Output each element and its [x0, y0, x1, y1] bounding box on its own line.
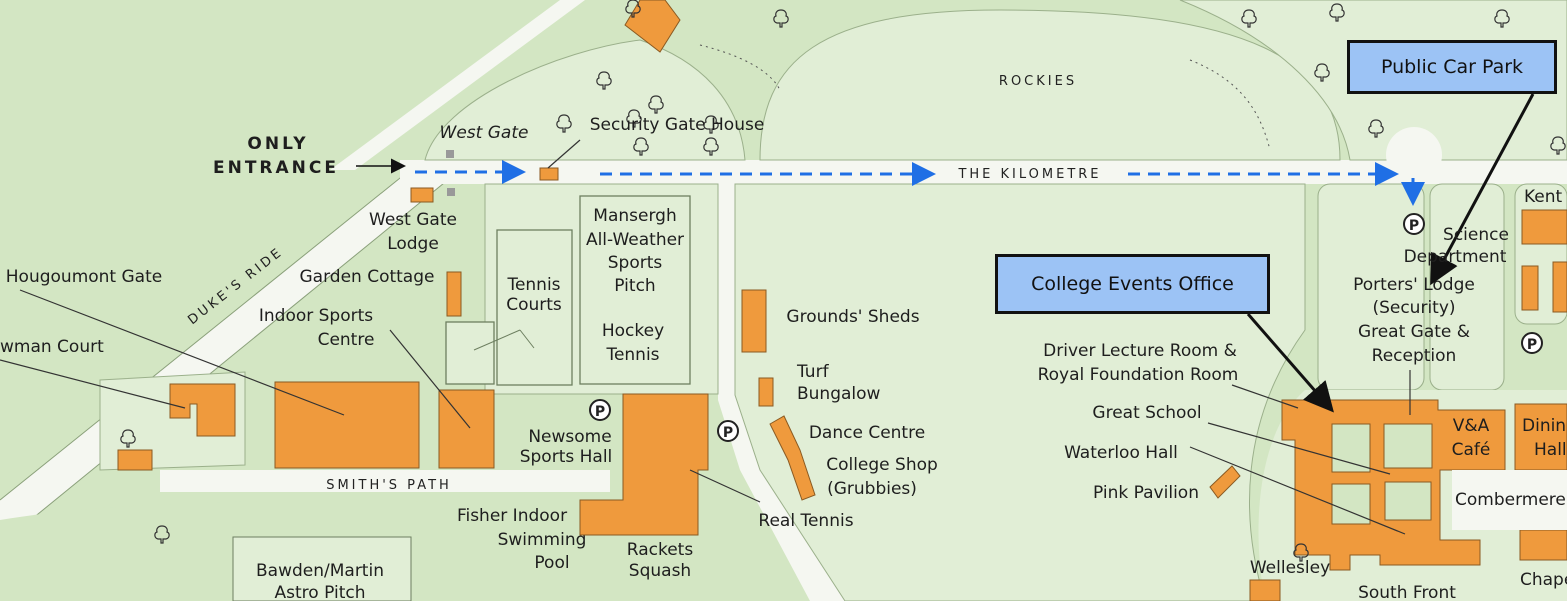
parking-icon: P P P P [589, 213, 1543, 442]
turf-bungalow-building [758, 377, 774, 407]
dining-label: Dinin [1522, 416, 1566, 436]
waterloo-hall-label: Waterloo Hall [1064, 443, 1178, 463]
indoor-sports-centre-annex [438, 389, 495, 469]
newsome-line2: Sports Hall [520, 447, 613, 467]
indoor-sports-line1: Indoor Sports [259, 306, 373, 326]
building-top [624, 0, 681, 53]
security-gate-house-building [539, 167, 559, 181]
bawden-line2: Astro Pitch [275, 583, 366, 601]
pink-pavilion-building [1209, 465, 1241, 499]
west-gate-lodge-line2: Lodge [387, 234, 439, 254]
rackets-label: Rackets [627, 540, 694, 560]
turf-label: Turf [796, 362, 830, 382]
fisher-line3: Pool [534, 553, 569, 573]
garden-cottage-label: Garden Cottage [300, 267, 435, 287]
fisher-line2: Swimming [498, 530, 587, 550]
porters-line3: Great Gate & [1358, 322, 1470, 342]
fisher-line1: Fisher Indoor [457, 506, 567, 526]
va-label: V&A [1453, 416, 1490, 436]
only-label: ONLY [247, 134, 308, 154]
combermere-label: Combermere [1455, 490, 1566, 510]
hougoumont-gate-label: Hougoumont Gate [6, 267, 162, 287]
public-car-park-callout: Public Car Park [1347, 40, 1557, 94]
grounds-sheds-label: Grounds' Sheds [786, 307, 919, 327]
arrow-icon [1430, 93, 1535, 286]
svg-text:P: P [723, 425, 733, 441]
tennis-label: Tennis [605, 345, 659, 365]
svg-text:P: P [1409, 218, 1419, 234]
hall-label: Hall [1534, 440, 1567, 460]
dance-centre-label: Dance Centre [809, 423, 925, 443]
small-building [117, 449, 153, 471]
squash-label: Squash [629, 561, 691, 581]
porters-line1: Porters' Lodge [1353, 275, 1475, 295]
pink-pavilion-label: Pink Pavilion [1093, 483, 1199, 503]
indoor-sports-centre-building [274, 381, 420, 469]
porters-line4: Reception [1372, 346, 1457, 366]
dance-centre-building [769, 415, 816, 501]
driver-lecture-line2: Royal Foundation Room [1038, 365, 1239, 385]
rockies-label: ROCKIES [999, 74, 1077, 89]
porters-line2: (Security) [1372, 298, 1455, 318]
science-building-1 [1521, 265, 1539, 311]
svg-text:P: P [595, 404, 605, 420]
newman-court-label: wman Court [0, 337, 104, 357]
smiths-path-label: SMITH'S PATH [326, 478, 452, 493]
science-building-2 [1552, 261, 1567, 313]
newsome-line1: Newsome [528, 427, 611, 447]
the-kilometre-road [400, 160, 1567, 184]
tennis-courts-line2: Courts [506, 295, 562, 315]
science-label: Science [1443, 225, 1509, 245]
real-tennis-label: Real Tennis [758, 511, 853, 531]
garden-cottage-building [446, 271, 462, 317]
chapel-label: Chape [1520, 570, 1567, 590]
south-front-label: South Front [1358, 583, 1456, 601]
indoor-sports-line2: Centre [318, 330, 375, 350]
wellesley-building [1249, 579, 1281, 601]
entrance-label: ENTRANCE [213, 158, 339, 178]
kent-label: Kent [1524, 187, 1563, 207]
dining-hall-building [1514, 403, 1567, 471]
college-shop-line1: College Shop [826, 455, 938, 475]
the-kilometre-label: THE KILOMETRE [957, 167, 1101, 182]
kent-building [1521, 209, 1567, 245]
newman-court-building [169, 383, 236, 437]
bungalow-label: Bungalow [797, 384, 881, 404]
great-school-label: Great School [1092, 403, 1201, 423]
mansergh-line4: Pitch [614, 276, 655, 296]
department-label: Department [1404, 247, 1507, 267]
wellesley-label: Wellesley [1250, 558, 1330, 578]
hockey-label: Hockey [602, 321, 664, 341]
grounds-sheds-building [741, 289, 767, 353]
mansergh-line1: Mansergh [593, 206, 676, 226]
svg-text:P: P [1527, 337, 1537, 353]
driver-lecture-line1: Driver Lecture Room & [1043, 341, 1237, 361]
west-gate-lodge-building [410, 187, 434, 203]
mansergh-line3: Sports [608, 253, 663, 273]
college-shop-line2: (Grubbies) [827, 479, 917, 499]
cafe-label: Café [1452, 440, 1491, 460]
west-gate-label: West Gate [440, 123, 529, 143]
bawden-line1: Bawden/Martin [256, 561, 384, 581]
tennis-courts-line1: Tennis [506, 275, 560, 295]
chapel-building [1519, 529, 1567, 561]
security-gate-house-label: Security Gate House [590, 115, 765, 135]
mansergh-line2: All-Weather [586, 230, 684, 250]
west-gate-lodge-line1: West Gate [369, 210, 457, 230]
newsome-sports-hall-building [579, 393, 709, 536]
college-events-office-callout: College Events Office [995, 254, 1270, 314]
